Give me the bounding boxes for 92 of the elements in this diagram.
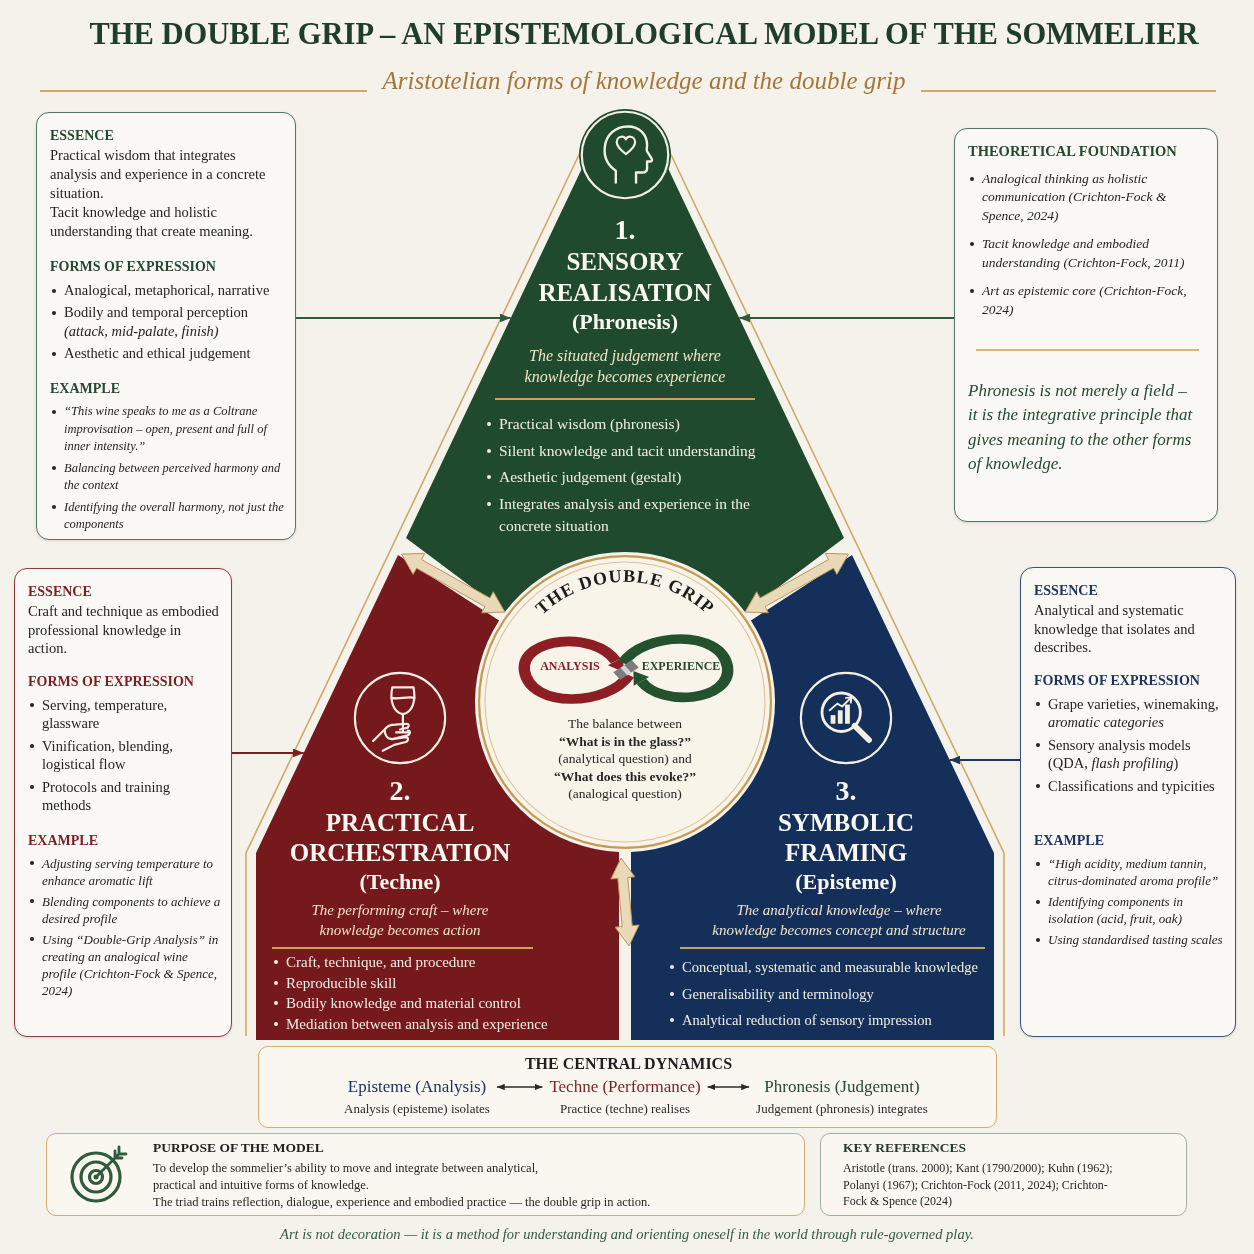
bullet-item: Generalisability and terminology	[668, 983, 874, 1004]
bullet-item: Integrates analysis and experience in the concrete situation	[485, 492, 785, 538]
bullet-item: Identifying components in isolation (acid, fruit, oak)	[1034, 893, 1225, 927]
body-text: Practical wisdom that integrates analysis and experience in a concrete situation.	[50, 146, 267, 203]
bullet-item: Using “Double-Grip Analysis” in creating an analogical wine profile (Crichton-Fock & Spence, 2024)	[28, 930, 221, 999]
bullet-item: Aesthetic and ethical judgement	[50, 344, 251, 363]
bullet-item: Analogical, metaphorical, narrative	[50, 281, 270, 300]
term-heading: Techne (Performance)	[549, 1076, 701, 1098]
bullet-item: Blending components to achieve a desired profile	[28, 892, 221, 927]
bullet-item: Grape varieties, winemaking, aromatic categories	[1034, 694, 1225, 732]
footer-tagline: Art is not decoration — it is a method for understanding and orienting oneself in the world through rule-governed play.	[280, 1225, 974, 1243]
section-title: SENSORY REALISATION	[537, 247, 713, 308]
section-heading: THEORETICAL FOUNDATION	[968, 142, 1177, 161]
bullet-item: Adjusting serving temperature to enhance aromatic lift	[28, 854, 221, 889]
bullet-item: “High acidity, medium tannin, citrus-dominated aroma profile”	[1034, 855, 1225, 889]
bullet-item: Aesthetic judgement (gestalt)	[485, 466, 682, 489]
info-card	[14, 568, 232, 1037]
term-caption: Practice (techne) realises	[560, 1100, 690, 1118]
section-number: 2.	[389, 776, 411, 806]
section-heading: EXAMPLE	[28, 831, 98, 850]
bullet-item: Tacit knowledge and embodied understanding (Crichton-Fock, 2011)	[968, 235, 1207, 272]
bullet-item: Analogical thinking as holistic communication (Crichton-Fock & Spence, 2024)	[968, 169, 1207, 225]
bullet-item: Using standardised tasting scales	[1034, 931, 1223, 948]
double-arrow	[706, 1083, 750, 1091]
summary-panel	[258, 1046, 997, 1128]
term-caption: Analysis (episteme) isolates	[344, 1100, 490, 1118]
quote-text: Phronesis is not merely a field – it is the integrative principle that gives meaning to the other forms of knowledge.	[968, 379, 1194, 475]
bullet-item: Craft, technique, and procedure	[272, 952, 476, 973]
double-arrow	[496, 1083, 544, 1091]
body-text: Craft and technique as embodied professional knowledge in action.	[28, 602, 220, 658]
section-title: PRACTICAL ORCHESTRATION	[288, 808, 512, 868]
section-heading: ESSENCE	[28, 583, 92, 601]
loop-label: ANALYSIS	[540, 658, 600, 674]
bullet-item: Mediation between analysis and experience	[272, 1013, 548, 1034]
body-text: Analytical and systematic knowledge that isolates and describes.	[1034, 601, 1196, 657]
bullet-item: Conceptual, systematic and measurable knowledge	[668, 957, 978, 977]
bullet-item: Balancing between perceived harmony and the context	[50, 459, 285, 495]
tagline: The performing craft – where knowledge becomes action	[310, 901, 490, 940]
section-heading: ESSENCE	[1034, 582, 1098, 600]
info-card	[1020, 567, 1236, 1037]
section-title: SYMBOLIC FRAMING	[776, 808, 916, 868]
body-text: The balance between “What is in the glass?” (analytical question) and “What does this evoke?” (analogical question)	[553, 715, 697, 803]
arrow	[739, 313, 954, 323]
bullet-item: Analytical reduction of sensory impression	[668, 1010, 932, 1030]
bullet-item: Classifications and typicities	[1034, 776, 1215, 795]
double-arrow	[744, 552, 849, 614]
double-arrow	[610, 857, 640, 947]
info-card	[36, 112, 296, 540]
bullet-item: Protocols and training methods	[28, 777, 221, 815]
body-text: Aristotle (trans. 2000); Kant (1790/2000); Kuhn (1962); Polanyi (1967); Crichton-Fock (2011, 2024); Crichton-Fock & Spence (2024)	[843, 1160, 1114, 1210]
bullet-item: Art as epistemic core (Crichton-Fock, 2024)	[968, 282, 1207, 319]
section-number: 1.	[614, 215, 636, 245]
tagline: The analytical knowledge – where knowledge becomes concept and structure	[711, 901, 967, 940]
bullet-item: Bodily and temporal perception (attack, mid-palate, finish)	[50, 303, 285, 341]
bullet-item: Identifying the overall harmony, not just the components	[50, 498, 285, 534]
bullet-item: Silent knowledge and tacit understanding	[485, 439, 756, 462]
panel-heading: KEY REFERENCES	[843, 1140, 966, 1157]
reference-panel	[820, 1133, 1187, 1216]
term-heading: Phronesis (Judgement)	[764, 1076, 920, 1098]
page-title: THE DOUBLE GRIP – AN EPISTEMOLOGICAL MODEL OF THE SOMMELIER	[89, 16, 1199, 53]
body-text: Tacit knowledge and holistic understanding that create meaning.	[50, 203, 254, 241]
info-panel	[46, 1133, 805, 1216]
panel-heading: THE CENTRAL DYNAMICS	[524, 1055, 733, 1073]
tagline: The situated judgement where knowledge becomes experience	[523, 346, 727, 387]
info-card	[954, 128, 1218, 522]
section-heading: FORMS OF EXPRESSION	[1034, 671, 1200, 690]
bullet-item: Vinification, blending, logistical flow	[28, 736, 221, 774]
arrow	[949, 755, 1020, 765]
section-subtitle: (Techne)	[359, 869, 441, 895]
bullet-item: Serving, temperature, glassware	[28, 695, 221, 733]
section-heading: EXAMPLE	[1034, 832, 1104, 850]
panel-heading: PURPOSE OF THE MODEL	[153, 1140, 324, 1157]
section-subtitle: (Phronesis)	[572, 309, 678, 335]
bullet-item: Sensory analysis models (QDA, flash profiling)	[1034, 735, 1225, 773]
body-text: The triad trains reflection, dialogue, experience and embodied practice — the double grip in action.	[153, 1194, 651, 1211]
section-heading: ESSENCE	[50, 127, 114, 145]
arrow	[232, 748, 304, 758]
loop-label: EXPERIENCE	[641, 658, 721, 674]
bullet-item: Practical wisdom (phronesis)	[485, 413, 680, 436]
arrow	[296, 313, 511, 323]
bullet-item: Bodily knowledge and material control	[272, 993, 521, 1014]
body-text: To develop the sommelier’s ability to move and integrate between analytical, practical and intuitive forms of knowledge.	[153, 1160, 540, 1193]
term-caption: Judgement (phronesis) integrates	[756, 1100, 928, 1118]
section-number: 3.	[835, 776, 857, 806]
term-heading: Episteme (Analysis)	[347, 1076, 487, 1098]
section-heading: FORMS OF EXPRESSION	[28, 672, 194, 691]
section-heading: EXAMPLE	[50, 380, 120, 398]
bullet-item: Reproducible skill	[272, 972, 397, 993]
section-subtitle: (Episteme)	[795, 869, 897, 895]
page-subtitle: Aristotelian forms of knowledge and the double grip	[382, 66, 906, 96]
bullet-item: “This wine speaks to me as a Coltrane improvisation – open, present and full of inner intensity.”	[50, 403, 285, 456]
section-heading: FORMS OF EXPRESSION	[50, 258, 216, 276]
